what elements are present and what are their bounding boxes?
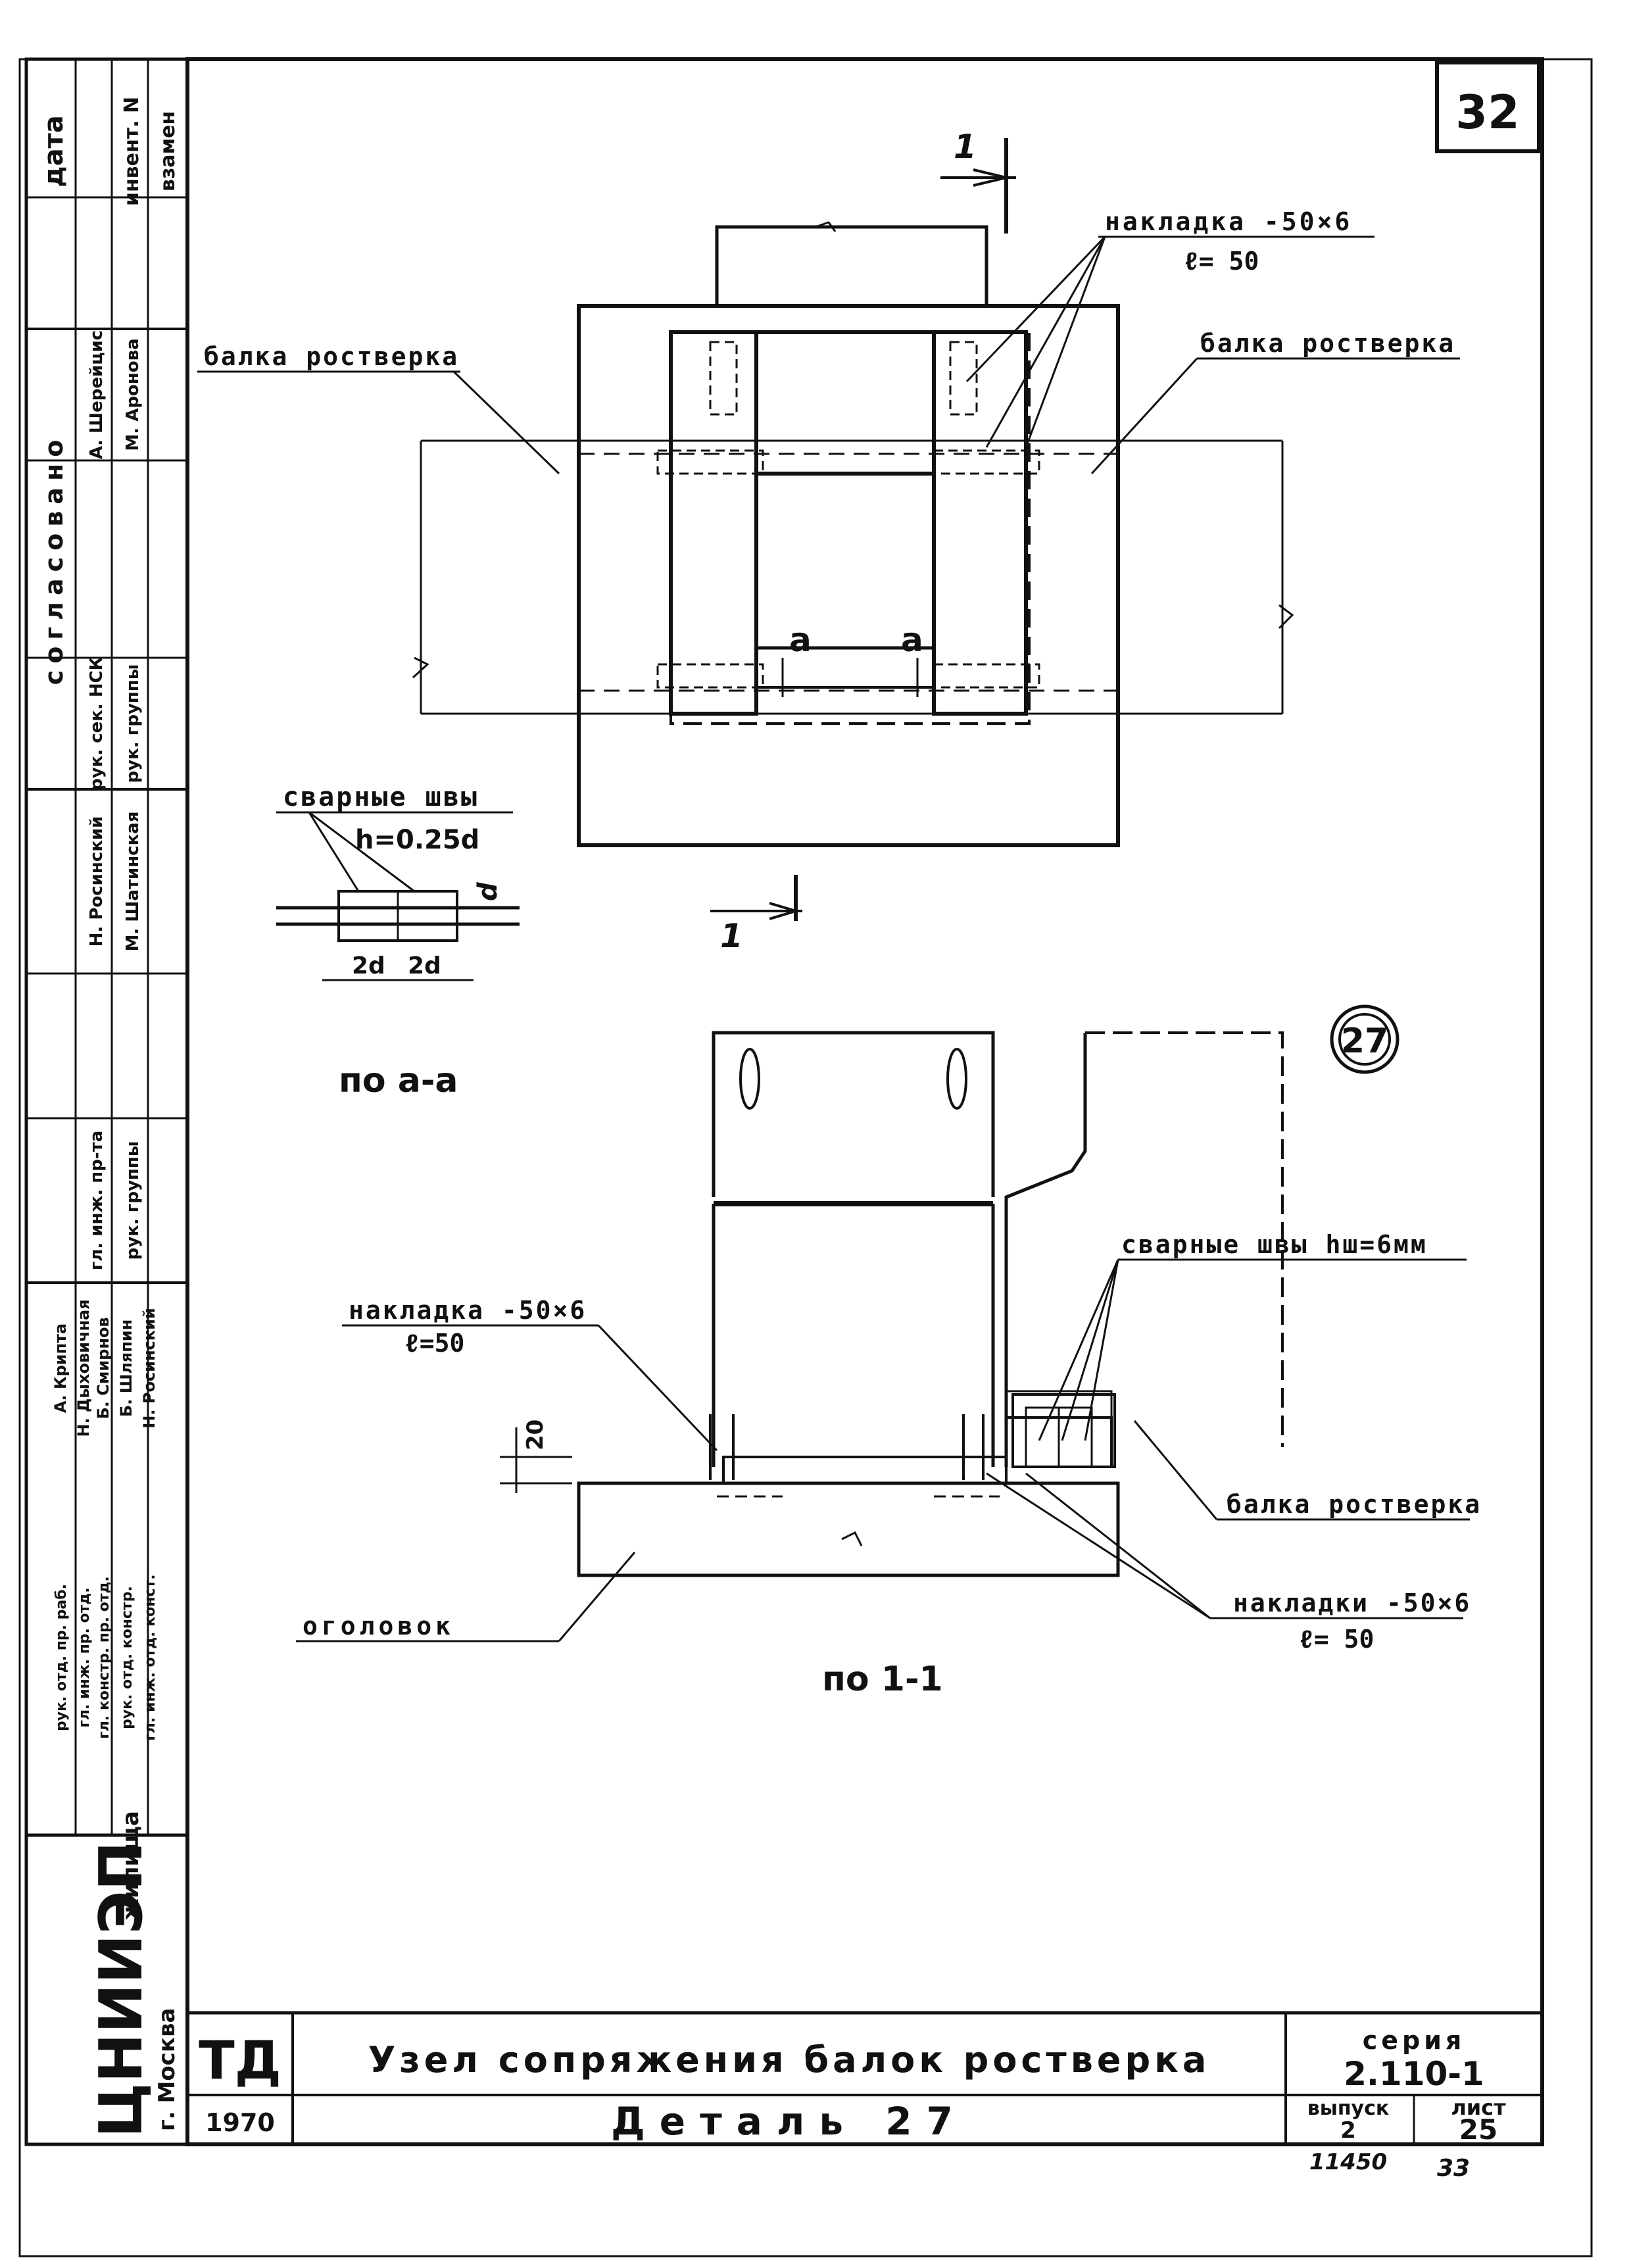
plan-beam-right: балка ростверка: [1200, 329, 1455, 358]
title-code: ТД: [199, 2030, 281, 2091]
stamp-role-4: рук. отд. констр.: [119, 1586, 135, 1729]
stamp-role2-2: рук. группы: [123, 1141, 143, 1260]
issue-label: выпуск: [1307, 2097, 1390, 2120]
stamp-role3-2: рук. группы: [123, 664, 143, 783]
page-footer: 33: [1437, 2155, 1470, 2182]
outer-frame: [18, 58, 1593, 2257]
stamp-name3-1: А. Шерейцис: [87, 330, 107, 459]
issue-value: 2: [1340, 2117, 1356, 2144]
series-label: серия: [1363, 2026, 1466, 2055]
dim-20: 20: [522, 1419, 548, 1450]
inventory-number: 11450: [1309, 2149, 1387, 2175]
weld-h: h=0.25d: [355, 825, 479, 855]
weld-title: сварные швы: [283, 782, 479, 812]
stamp-name2-2: М. Шатинская: [123, 811, 143, 951]
title-year: 1970: [205, 2108, 275, 2137]
stamp-role-5: гл. инж. отд. конст.: [142, 1574, 158, 1740]
stamp-name-1: А. Крипта: [51, 1323, 70, 1413]
stamp-name-5: Н. Росинский: [140, 1308, 158, 1428]
stamp-role-3: гл. констр. пр. отд.: [96, 1576, 112, 1738]
title-sub: Деталь 27: [611, 2099, 967, 2144]
stamp-org-suffix: жилища: [118, 1811, 144, 1921]
stamp-city: г. Москва: [154, 2008, 180, 2131]
section-mark-bottom: 1: [720, 917, 743, 955]
stamp-name2-1: Н. Росинский: [87, 816, 107, 947]
stamp-role-2: гл. инж. пр. отд.: [76, 1587, 93, 1727]
detail-number: 27: [1341, 1022, 1388, 1061]
plan-pad-label: накладка -50×6: [1105, 207, 1352, 236]
title-main: Узел сопряжения балок ростверка: [368, 2039, 1211, 2081]
weld-2d-right: 2d: [408, 952, 441, 979]
plan-pad-length: ℓ= 50: [1184, 247, 1259, 276]
stamp-replace-label: взамен: [157, 111, 180, 191]
pile-head-outline: [577, 304, 1120, 847]
title-block: ТД 1970 Узел сопряжения балок ростверка …: [185, 2011, 1544, 2182]
stamp-inventory-label: инвент. N: [120, 97, 143, 206]
section-mark-top: 1: [954, 128, 977, 166]
plan-view: 1 1 a a накладка -50×6 ℓ= 50 балка роств…: [197, 128, 1460, 1100]
stamp-name-3: Б. Смирнов: [94, 1317, 112, 1419]
sheet-label: лист: [1451, 2095, 1506, 2120]
weld-d: d: [473, 882, 503, 901]
section-beam-label: балка ростверка: [1227, 1490, 1482, 1519]
section-view: 27 сварные швы hш=6мм накладка -50×6 ℓ=5…: [296, 1004, 1482, 1699]
pile-head-section: [577, 1481, 1120, 1577]
section-weld-label: сварные швы hш=6мм: [1121, 1230, 1428, 1259]
stamp-role2-1: гл. инж. пр-та: [87, 1131, 107, 1271]
page-number-box: 32: [1435, 61, 1541, 153]
stamp-name-2: Н. Дыховичная: [74, 1299, 93, 1437]
section-pads-label: накладки -50×6: [1233, 1589, 1471, 1617]
section-pad-label: накладка -50×6: [349, 1296, 587, 1325]
stamp-name3-2: М. Аронова: [123, 338, 143, 451]
series-value: 2.110-1: [1344, 2055, 1484, 2093]
detail-number-callout: 27: [1330, 1004, 1400, 1074]
stamp-agreed-header: согласовано: [39, 433, 68, 685]
section-pads-length: ℓ= 50: [1299, 1625, 1374, 1654]
plan-beam-left: балка ростверка: [204, 342, 459, 371]
section-head-label: оголовок: [303, 1612, 454, 1640]
weld-2d-left: 2d: [352, 952, 385, 979]
mark-a-right: a: [901, 621, 923, 659]
sheet-value: 25: [1459, 2113, 1497, 2146]
view-11-label: по 1-1: [822, 1660, 943, 1699]
view-aa-label: по a-a: [339, 1061, 458, 1100]
stamp-name-4: Б. Шляпин: [117, 1319, 135, 1417]
stamp-role3-1: рук. сек. НСК: [87, 656, 107, 791]
stamp-role-1: рук. отд. пр. раб.: [53, 1584, 70, 1731]
weld-detail: сварные швы h=0.25d d 2d 2d по a-a: [276, 782, 520, 1100]
mark-a-left: a: [789, 621, 812, 659]
left-stamp: дата инвент. N взамен согласовано рук. с…: [24, 57, 189, 2146]
stamp-org-name: ЦНИИЭП: [87, 1841, 156, 2138]
page-number: 32: [1455, 86, 1519, 139]
stamp-date-label: дата: [39, 115, 69, 187]
section-pad-length: ℓ=50: [404, 1329, 464, 1358]
